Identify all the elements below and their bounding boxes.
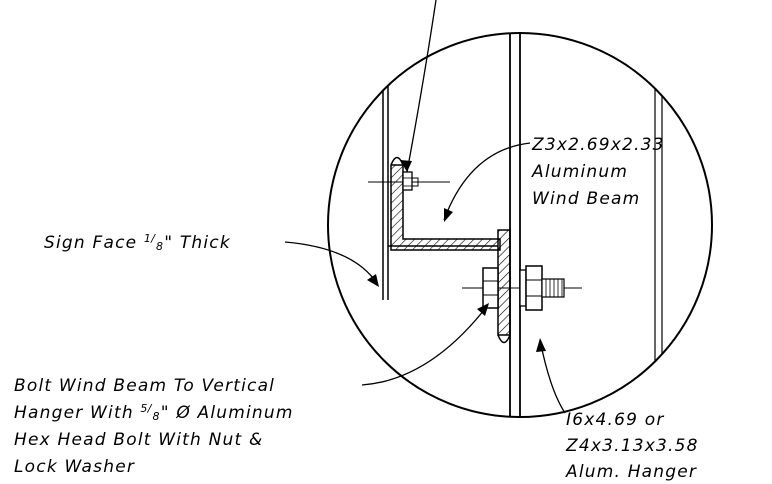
wind-beam-label-line1: Z3x2.69x2.33 [531, 135, 665, 155]
hanger-label-line2: Z4x3.13x3.58 [565, 436, 699, 456]
upper-bolt-nut [402, 171, 413, 191]
bolt-leader-arrowhead [477, 303, 489, 316]
wind-beam-label-line2: Aluminum [531, 162, 628, 182]
bolt-label-line3: Hex Head Bolt With Nut & [14, 430, 263, 450]
wind-beam-callout: Z3x2.69x2.33 Aluminum Wind Beam [531, 135, 665, 209]
lock-washer [519, 269, 527, 307]
top-leader-arrowhead [400, 160, 412, 172]
hanger-callout: I6x4.69 or Z4x3.13x3.58 Alum. Hanger [565, 410, 699, 482]
wind-beam-bottom-lip [497, 334, 511, 344]
bolt-callout: Bolt Wind Beam To Vertical Hanger With 5… [14, 376, 294, 477]
hanger-label-line1: I6x4.69 or [566, 410, 665, 430]
hanger-label-line3: Alum. Hanger [565, 462, 697, 482]
bolt-label-line2: Hanger With 5/8" Ø Aluminum [14, 402, 294, 423]
detail-contents [368, 33, 663, 417]
bolt-head [482, 267, 499, 309]
wind-beam-rear-flange [497, 229, 511, 336]
wind-beam-leader-line [443, 142, 531, 221]
hex-nut [525, 265, 543, 311]
wind-beam-label-line3: Wind Beam [532, 189, 640, 209]
bolt-label-line1: Bolt Wind Beam To Vertical [14, 376, 275, 396]
leader-lines [284, 0, 566, 414]
bolt-label-line4: Lock Washer [14, 457, 135, 477]
sign-face-label: Sign Face 1/8" Thick [44, 232, 231, 253]
hanger-leader-arrowhead [536, 338, 546, 352]
bolt-leader-line [361, 304, 489, 386]
top-leader-line [406, 0, 437, 173]
sign-face-callout: Sign Face 1/8" Thick [44, 232, 231, 253]
wind-beam-leader-arrowhead [444, 208, 453, 222]
sign-face-leader-arrowhead [367, 274, 379, 287]
leader-arrowheads [367, 160, 546, 352]
bolt-threads [541, 278, 565, 298]
